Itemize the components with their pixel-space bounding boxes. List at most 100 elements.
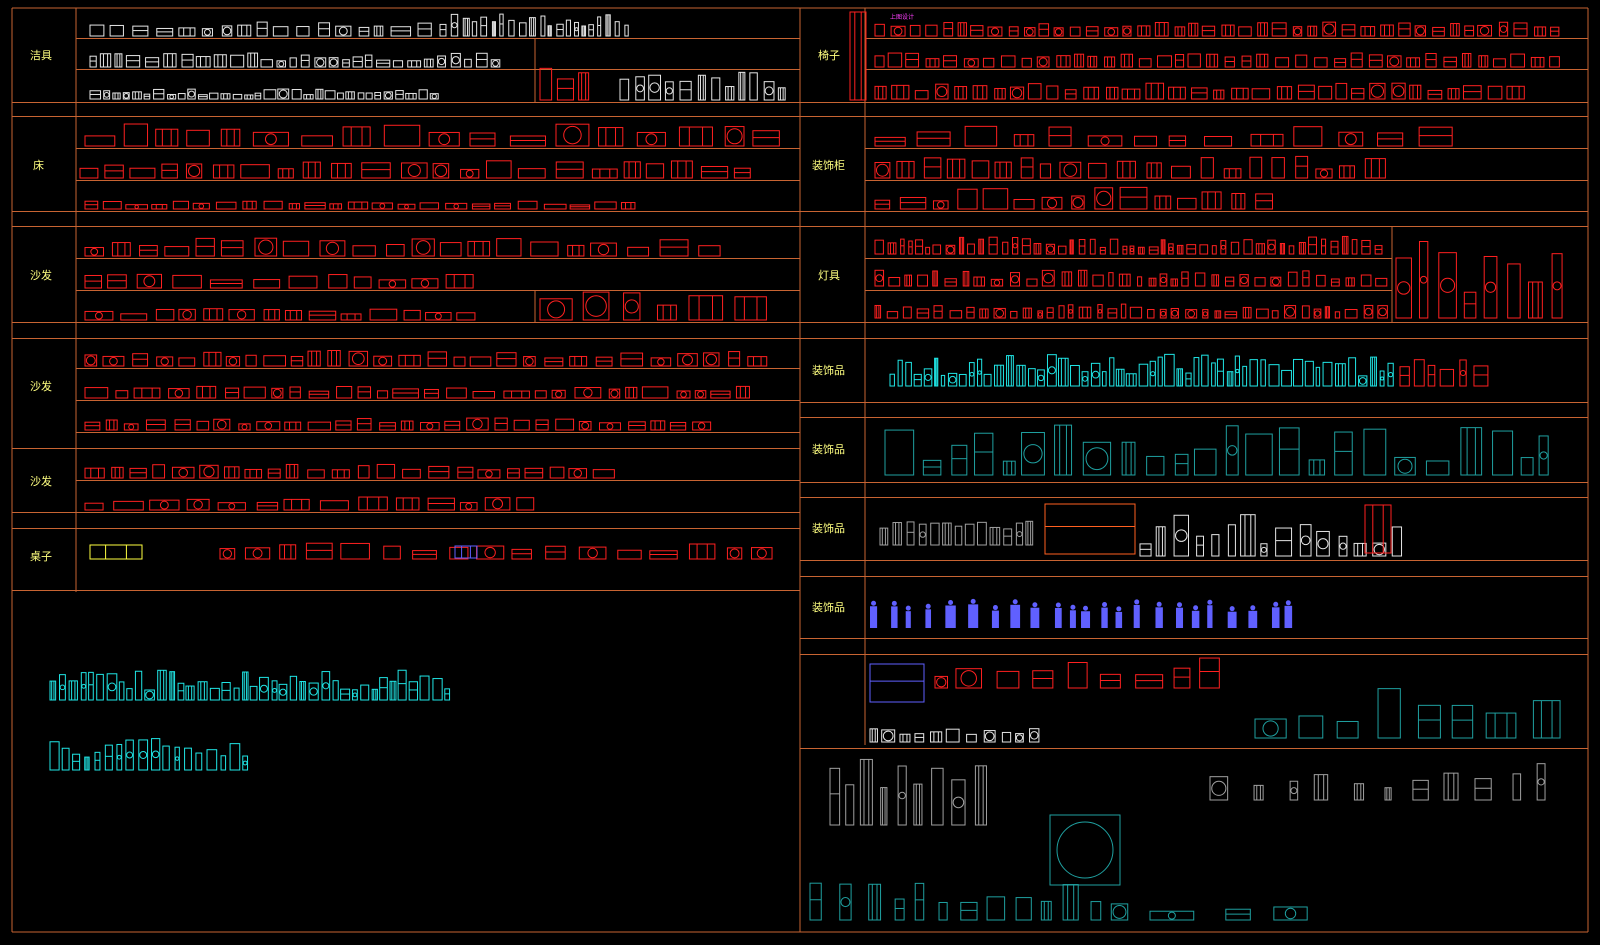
cad-block[interactable]: [469, 356, 492, 367]
cad-block[interactable]: [1336, 720, 1359, 739]
cad-block[interactable]: [1374, 245, 1383, 255]
cad-block[interactable]: [129, 467, 147, 479]
cad-block[interactable]: [464, 58, 472, 68]
cad-block[interactable]: [107, 274, 127, 289]
cad-block[interactable]: [1506, 85, 1525, 100]
cad-block[interactable]: [356, 418, 372, 431]
cad-block[interactable]: [1087, 135, 1123, 147]
cad-block[interactable]: [738, 71, 746, 101]
cad-block[interactable]: [1168, 135, 1187, 147]
cad-block[interactable]: [219, 548, 236, 560]
cad-block[interactable]: [1254, 277, 1266, 287]
cad-block[interactable]: [456, 312, 476, 321]
cad-block[interactable]: [1154, 22, 1169, 37]
cad-block[interactable]: [196, 420, 210, 431]
cad-block[interactable]: [178, 308, 196, 321]
cad-block[interactable]: [1108, 272, 1114, 287]
cad-block[interactable]: [958, 373, 967, 387]
cad-block[interactable]: [1125, 373, 1137, 387]
cad-block[interactable]: [964, 125, 998, 147]
cad-block[interactable]: [556, 78, 574, 101]
cad-block[interactable]: [1224, 311, 1238, 319]
cad-block[interactable]: [614, 21, 620, 37]
cad-block[interactable]: [328, 274, 348, 289]
cad-block[interactable]: [411, 238, 435, 257]
cad-block[interactable]: [1021, 432, 1045, 476]
cad-block[interactable]: [1447, 88, 1460, 100]
cad-block[interactable]: [427, 497, 455, 511]
cad-block[interactable]: [963, 58, 979, 68]
cad-block[interactable]: [1242, 365, 1248, 387]
cad-block[interactable]: [1380, 24, 1394, 37]
cad-block[interactable]: [1149, 360, 1156, 387]
cad-block[interactable]: [242, 755, 249, 771]
cad-block[interactable]: [1412, 779, 1429, 801]
cad-block[interactable]: [942, 522, 952, 546]
cad-block[interactable]: [1013, 198, 1035, 210]
cad-block[interactable]: [156, 27, 174, 37]
cad-block[interactable]: [1256, 308, 1269, 319]
cad-block[interactable]: [1532, 700, 1561, 739]
cad-block[interactable]: [245, 354, 257, 367]
cad-block[interactable]: [467, 240, 491, 257]
cad-block[interactable]: [1069, 26, 1081, 37]
cad-block[interactable]: [260, 59, 273, 68]
cad-block[interactable]: [1507, 263, 1521, 319]
cad-block[interactable]: [1006, 355, 1014, 387]
cad-block[interactable]: [209, 279, 243, 289]
cad-block[interactable]: [597, 16, 602, 37]
cad-block[interactable]: [305, 542, 333, 560]
cad-block[interactable]: [1173, 667, 1191, 689]
cad-block[interactable]: [427, 351, 447, 367]
cad-block[interactable]: [1314, 57, 1328, 68]
cad-block[interactable]: [1368, 54, 1383, 68]
cad-block[interactable]: [254, 237, 278, 257]
cad-block[interactable]: [1074, 53, 1085, 68]
cad-block[interactable]: [940, 374, 946, 387]
cad-block[interactable]: [1009, 86, 1025, 100]
cad-block[interactable]: [1334, 363, 1346, 387]
cad-block[interactable]: [304, 202, 326, 210]
cad-block[interactable]: [84, 502, 104, 511]
cad-block[interactable]: [777, 87, 786, 101]
cad-block[interactable]: [373, 25, 384, 37]
cad-block[interactable]: [102, 355, 125, 367]
cad-block[interactable]: [648, 74, 662, 101]
cad-block[interactable]: [1202, 309, 1209, 319]
cad-block[interactable]: [623, 292, 641, 321]
cad-block[interactable]: [958, 236, 965, 255]
cad-block[interactable]: [649, 550, 678, 560]
cad-block[interactable]: [688, 295, 724, 321]
cad-block[interactable]: [1092, 274, 1104, 287]
cad-block[interactable]: [232, 93, 243, 100]
cad-block[interactable]: [1322, 21, 1337, 37]
cad-block[interactable]: [228, 309, 255, 321]
cad-block[interactable]: [1159, 308, 1167, 319]
cad-block[interactable]: [598, 127, 624, 147]
cad-block[interactable]: [887, 52, 903, 68]
cad-block[interactable]: [1028, 368, 1036, 387]
cad-block[interactable]: [1171, 165, 1191, 179]
cad-block[interactable]: [1186, 244, 1197, 255]
cad-block[interactable]: [574, 387, 602, 399]
cad-block[interactable]: [1139, 543, 1152, 557]
cad-block[interactable]: [1338, 165, 1355, 179]
cad-block[interactable]: [1459, 359, 1467, 387]
cad-block[interactable]: [1109, 238, 1119, 255]
cad-block[interactable]: [221, 25, 233, 37]
cad-block[interactable]: [535, 419, 549, 431]
cad-block[interactable]: [555, 161, 584, 179]
cad-block[interactable]: [203, 351, 222, 367]
cad-block[interactable]: [352, 689, 358, 701]
cad-block[interactable]: [186, 498, 210, 511]
cad-block[interactable]: [922, 459, 942, 476]
cad-block[interactable]: [977, 358, 983, 387]
cad-block[interactable]: [288, 203, 301, 210]
cad-block[interactable]: [931, 767, 944, 826]
cad-block[interactable]: [1510, 53, 1525, 68]
cad-block[interactable]: [379, 422, 396, 431]
cad-block[interactable]: [197, 94, 208, 100]
cad-block[interactable]: [301, 135, 333, 147]
cad-block[interactable]: [1064, 89, 1077, 100]
cad-block[interactable]: [617, 549, 642, 560]
